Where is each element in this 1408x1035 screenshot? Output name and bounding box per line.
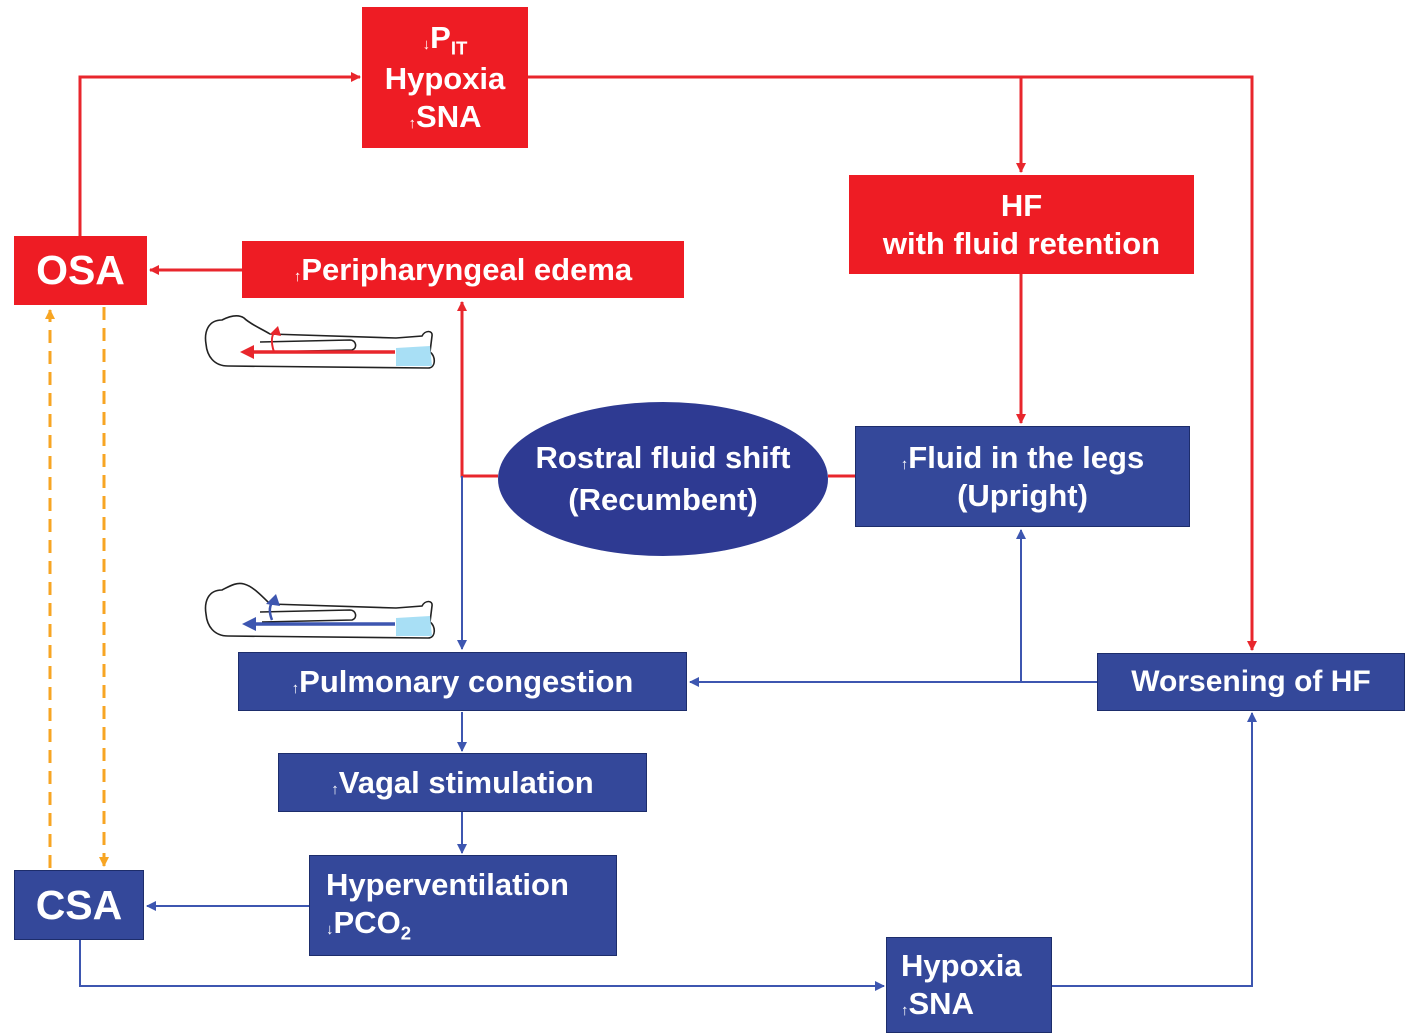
peripharyngeal-edema-box: ↑Peripharyngeal edema (242, 241, 684, 298)
vagal-stimulation-box: ↑Vagal stimulation (278, 753, 647, 812)
pco-label: PCO (333, 904, 401, 940)
recumbent-person-blue-figure (204, 582, 436, 639)
osa-label: OSA (36, 247, 125, 294)
pco2-line: ↓PCO2 (326, 904, 411, 945)
pit-line: ↓PIT (423, 19, 468, 60)
top-to-worsening-line (528, 75, 1257, 651)
peripharyngeal-label: Peripharyngeal edema (301, 251, 633, 287)
pulmonary-label: Pulmonary congestion (299, 663, 634, 699)
rostral-fluid-shift-label: Rostral fluid shift (535, 440, 791, 476)
pulmonary-congestion-box: ↑Pulmonary congestion (238, 652, 687, 711)
rostral-to-edema-arrow (457, 301, 498, 478)
bottom-to-worsening-arrow (1052, 712, 1257, 987)
hf-fluid-retention-box: HF with fluid retention (849, 175, 1194, 274)
it-subscript: IT (450, 37, 468, 59)
p-label: P (430, 20, 451, 56)
worsening-label: Worsening of HF (1131, 664, 1371, 698)
sna-line: ↑SNA (901, 985, 974, 1023)
worsening-of-hf-box: Worsening of HF (1097, 653, 1405, 711)
up-arrow-icon: ↑ (900, 455, 909, 473)
down-arrow-icon: ↓ (422, 36, 431, 54)
hypoxia-label: Hypoxia (901, 948, 1022, 984)
pit-hypoxia-sna-box: ↓PIT Hypoxia ↑SNA (362, 7, 528, 148)
pco2-subscript: 2 (400, 922, 412, 944)
sna-label: SNA (416, 99, 482, 135)
peripharyngeal-line: ↑Peripharyngeal edema (294, 251, 632, 289)
hyperventilation-box: Hyperventilation ↓PCO2 (309, 855, 617, 956)
fluid-legs-line: ↑Fluid in the legs (901, 439, 1144, 477)
csa-box: CSA (14, 870, 144, 940)
recumbent-label: (Recumbent) (568, 482, 758, 517)
hyperventilation-label: Hyperventilation (326, 867, 569, 902)
sna-label: SNA (908, 986, 974, 1021)
up-arrow-icon: ↑ (331, 780, 339, 798)
up-arrow-icon: ↑ (901, 1002, 909, 1019)
down-arrow-icon: ↓ (326, 920, 334, 938)
hypoxia-label: Hypoxia (384, 61, 506, 97)
up-arrow-icon: ↑ (408, 115, 417, 133)
osa-to-top-arrow (78, 72, 361, 236)
hypoxia-sna-bottom-box: Hypoxia ↑SNA (886, 937, 1052, 1033)
osa-box: OSA (14, 236, 147, 305)
sna-line: ↑SNA (409, 98, 482, 136)
fluid-legs-label: Fluid in the legs (908, 439, 1145, 475)
up-arrow-icon: ↑ (293, 267, 302, 285)
fluid-in-legs-box: ↑Fluid in the legs (Upright) (855, 426, 1190, 527)
fluid-retention-label: with fluid retention (882, 225, 1161, 261)
upright-label: (Upright) (957, 477, 1088, 513)
csa-label: CSA (35, 881, 123, 928)
vagal-label: Vagal stimulation (338, 764, 594, 800)
pulmonary-line: ↑Pulmonary congestion (292, 663, 634, 701)
recumbent-person-red-figure (204, 315, 436, 369)
up-arrow-icon: ↑ (291, 679, 300, 697)
rostral-fluid-shift-ellipse: Rostral fluid shift (Recumbent) (498, 402, 828, 556)
csa-to-bottom-arrow (79, 940, 885, 991)
vagal-line: ↑Vagal stimulation (331, 764, 593, 802)
hf-label: HF (1000, 187, 1043, 223)
